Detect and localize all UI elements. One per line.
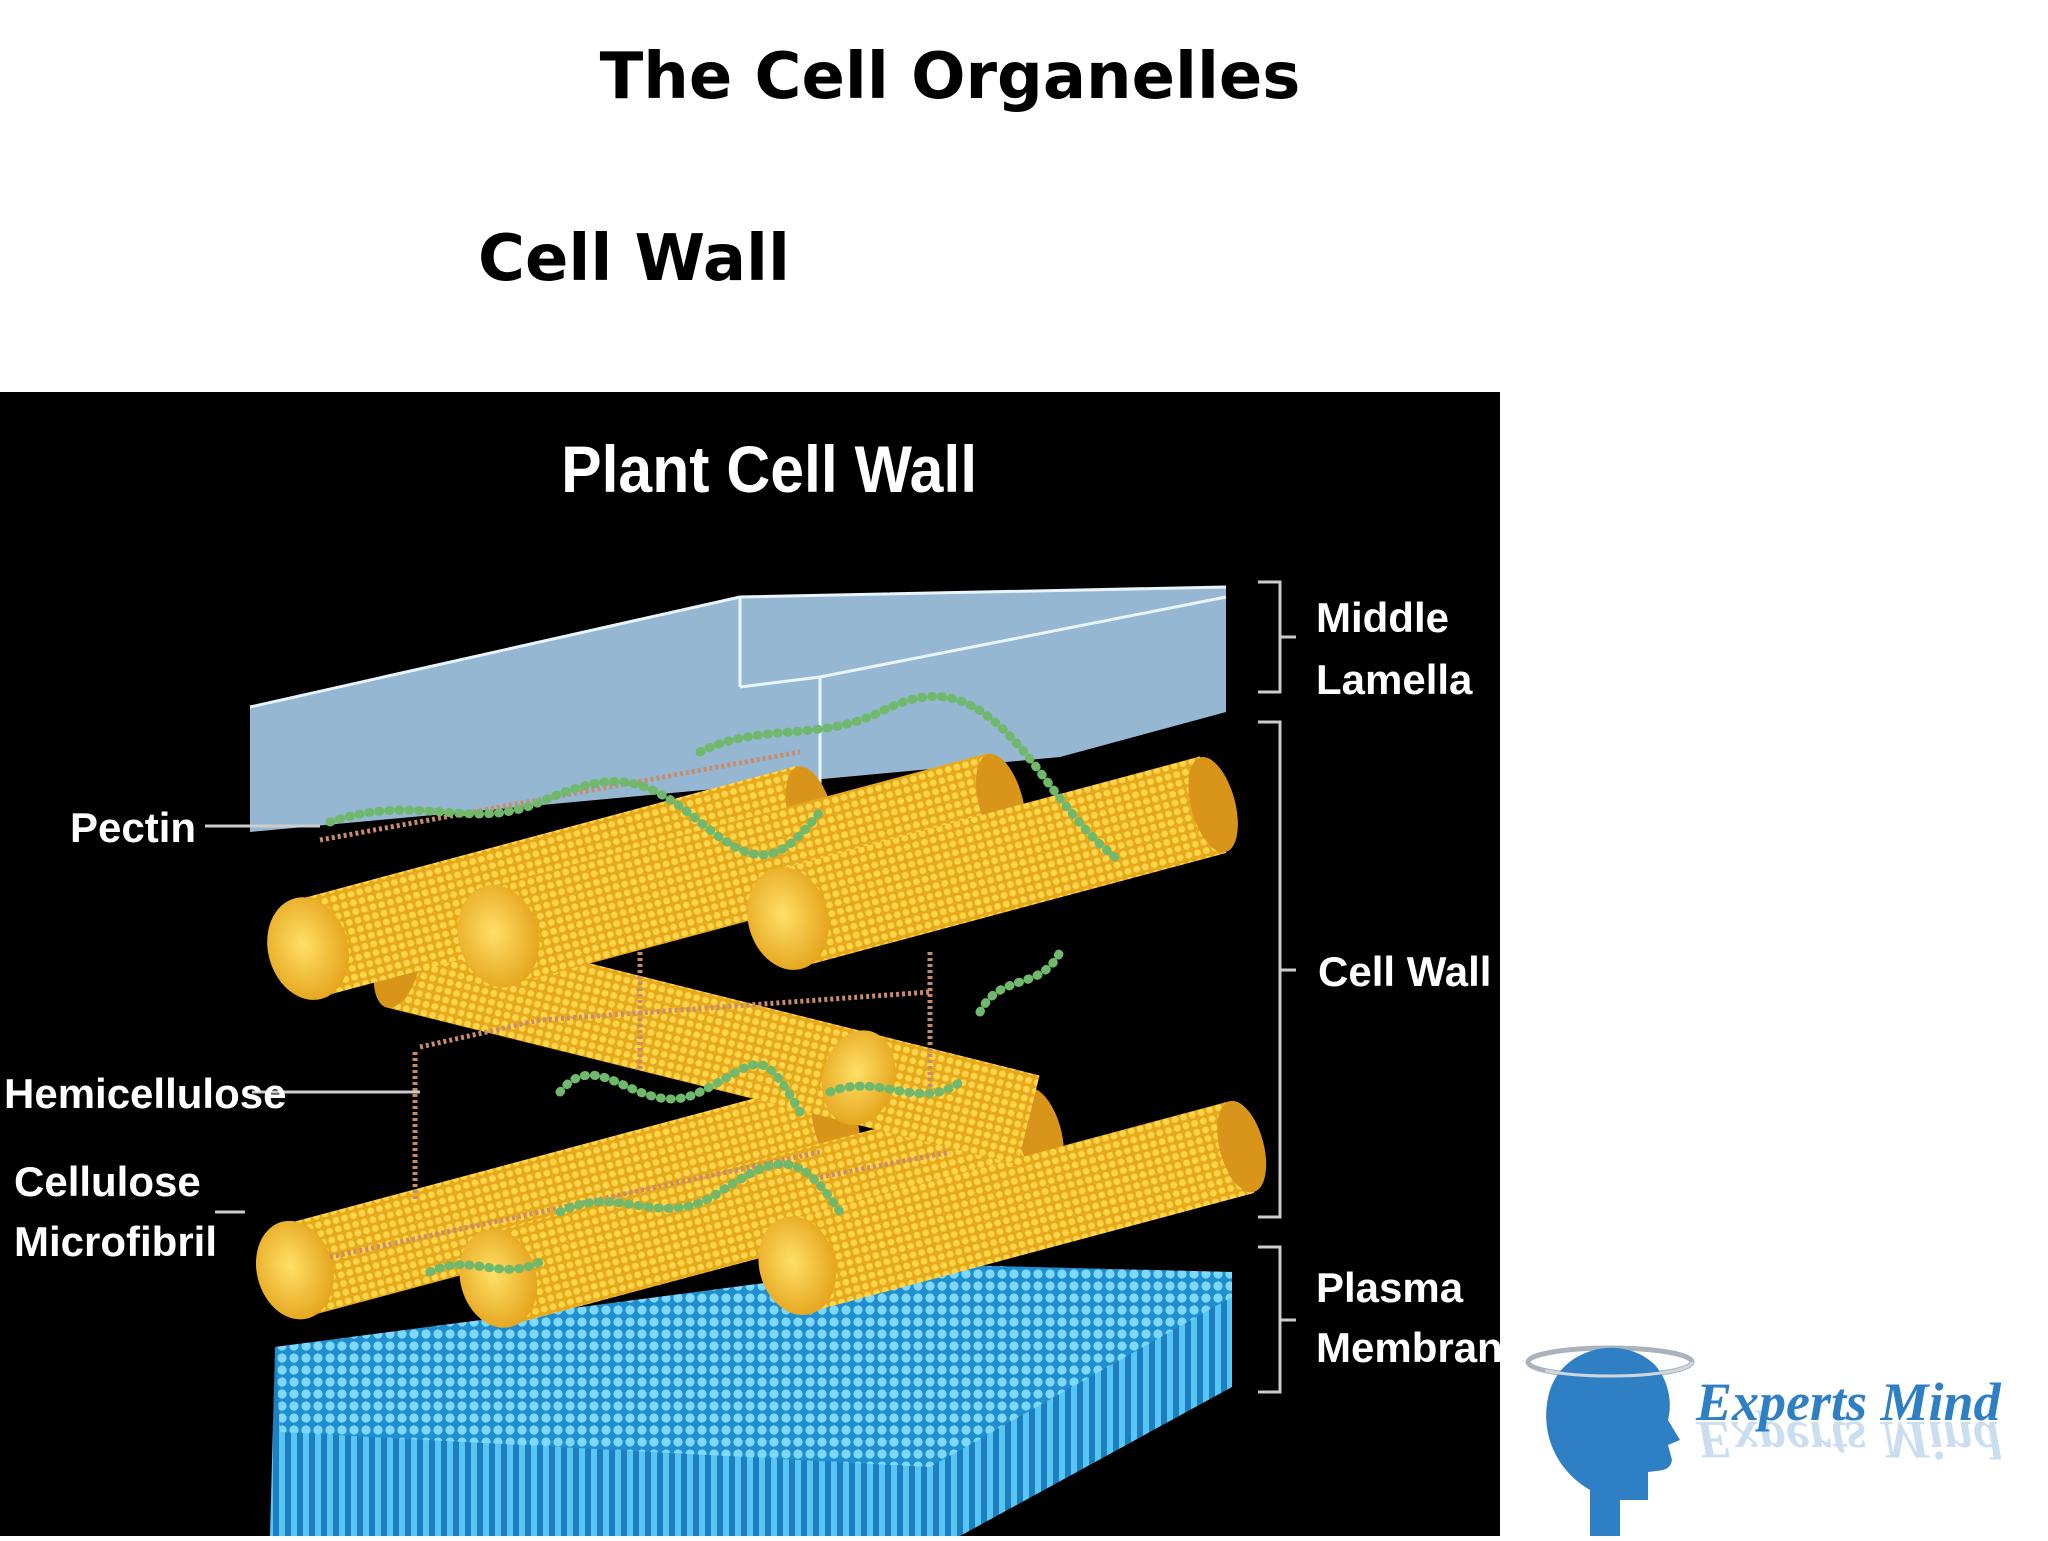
pectin-chains [325,691,1125,1277]
plant-cell-wall-diagram: Plant Cell Wall [0,392,1500,1536]
head-icon [1525,1345,1695,1536]
middle-lamella-illustration [249,585,1227,832]
slide-subtitle: Cell Wall [478,222,790,296]
label-cellulose-line2: Microfibril [14,1218,217,1265]
left-label-lines [205,824,420,1214]
label-plasma-line1: Plasma [1316,1264,1464,1311]
label-hemicellulose: Hemicellulose [4,1070,286,1117]
label-middle-lamella-line2: Lamella [1316,656,1473,703]
cellulose-microfibrils [255,753,1267,1328]
label-cellulose-line1: Cellulose [14,1158,201,1205]
logo-text-reflection: Experts Mind [1695,1410,2002,1470]
diagram-title: Plant Cell Wall [561,434,977,507]
label-cell-wall: Cell Wall [1318,948,1491,995]
logo-text: Experts Mind [1695,1372,2002,1432]
label-pectin: Pectin [70,804,196,851]
experts-mind-logo: Experts Mind Experts Mind [1520,1310,2040,1536]
label-plasma-line2: Membrane [1316,1324,1500,1371]
right-brackets [1258,580,1296,1394]
label-middle-lamella-line1: Middle [1316,594,1449,641]
plasma-membrane-illustration [270,1264,1232,1536]
slide-title: The Cell Organelles [599,40,1301,114]
hemicellulose-strands [319,749,951,1260]
